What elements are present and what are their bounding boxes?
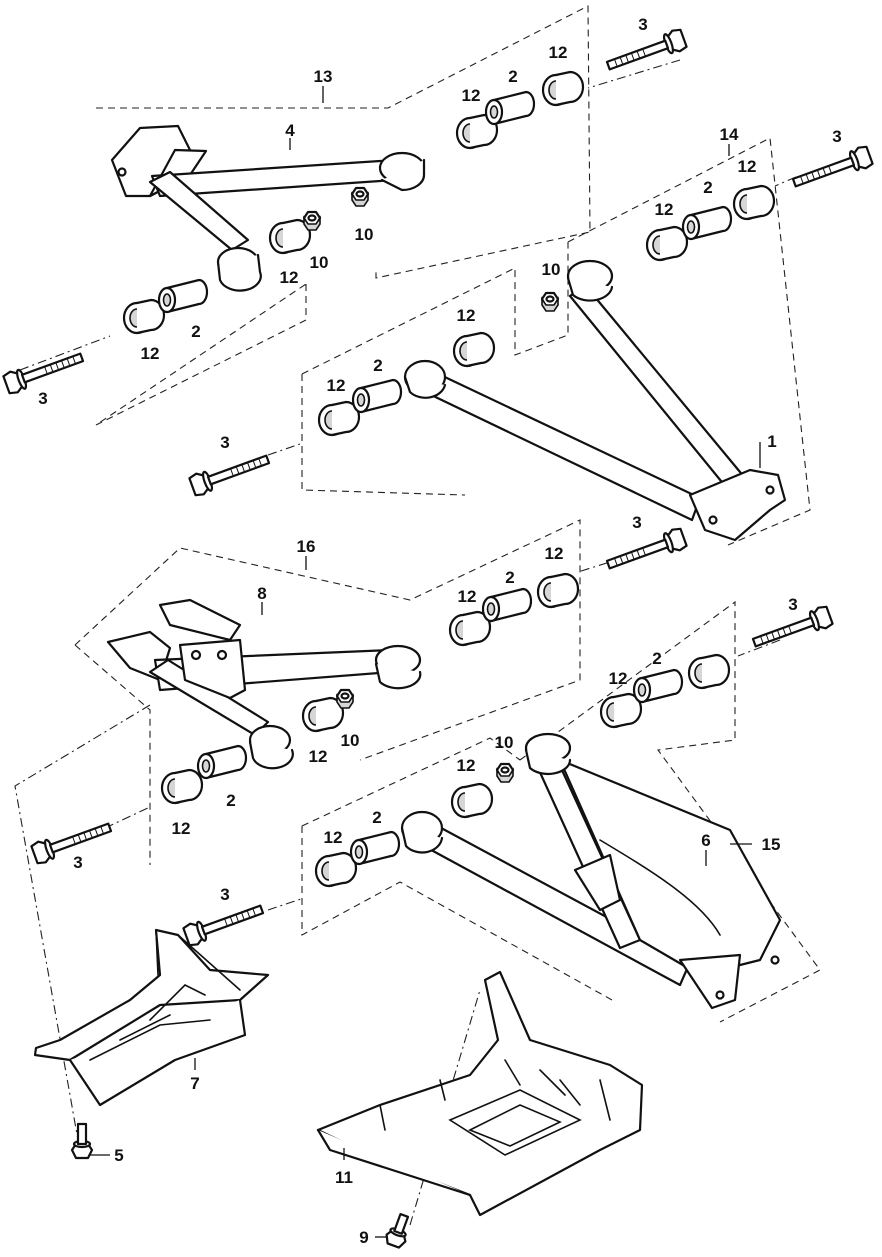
nuts (302, 186, 560, 784)
callout-3: 3 (638, 15, 647, 34)
callout-4: 4 (285, 121, 295, 140)
callout-12: 12 (545, 544, 564, 563)
callout-5: 5 (114, 1146, 123, 1165)
callout-12: 12 (462, 86, 481, 105)
callout-1: 1 (767, 432, 776, 451)
callout-3: 3 (788, 595, 797, 614)
lower-rear-arm (400, 732, 782, 1010)
callout-2: 2 (191, 322, 200, 341)
callout-10: 10 (355, 225, 374, 244)
callout-2: 2 (373, 356, 382, 375)
callout-2: 2 (372, 808, 381, 827)
callout-3: 3 (632, 513, 641, 532)
callout-12: 12 (309, 747, 328, 766)
callout-3: 3 (220, 433, 229, 452)
callout-3: 3 (38, 389, 47, 408)
upper-rear-arm (106, 598, 422, 770)
callout-14: 14 (720, 125, 739, 144)
callout-8: 8 (257, 584, 266, 603)
callout-11: 11 (335, 1168, 353, 1187)
callout-12: 12 (280, 268, 299, 287)
callout-12: 12 (549, 43, 568, 62)
assembly-outlines (14, 5, 821, 1226)
callout-labels: 13 4 3 12 2 12 14 3 12 2 12 10 10 12 10 … (38, 15, 841, 1247)
callout-3: 3 (73, 853, 82, 872)
small-skid-plate (33, 928, 270, 1107)
large-skid-plate (316, 970, 644, 1217)
upper-front-a-arm (110, 124, 426, 292)
callout-3: 3 (220, 885, 229, 904)
callout-7: 7 (190, 1074, 199, 1093)
callout-2: 2 (652, 649, 661, 668)
callout-12: 12 (609, 669, 628, 688)
callout-3: 3 (832, 127, 841, 146)
callout-16: 16 (297, 537, 316, 556)
lower-front-a-arm (403, 259, 787, 542)
callout-12: 12 (324, 828, 343, 847)
callout-12: 12 (327, 376, 346, 395)
callout-12: 12 (655, 200, 674, 219)
callout-12: 12 (457, 756, 476, 775)
callout-12: 12 (458, 587, 477, 606)
callout-2: 2 (703, 178, 712, 197)
callout-12: 12 (457, 306, 476, 325)
callout-12: 12 (172, 819, 191, 838)
callout-2: 2 (226, 791, 235, 810)
callout-12: 12 (141, 344, 160, 363)
callout-10: 10 (341, 731, 360, 750)
callout-9: 9 (359, 1228, 368, 1247)
callout-15: 15 (762, 835, 781, 854)
callout-13: 13 (314, 67, 333, 86)
callout-6: 6 (701, 831, 710, 850)
callout-10: 10 (542, 260, 561, 279)
callout-2: 2 (508, 67, 517, 86)
callout-2: 2 (505, 568, 514, 587)
bolts (1, 26, 875, 1249)
leader-lines (90, 86, 761, 1238)
callout-10: 10 (495, 733, 514, 752)
callout-10: 10 (310, 253, 329, 272)
callout-12: 12 (738, 157, 757, 176)
